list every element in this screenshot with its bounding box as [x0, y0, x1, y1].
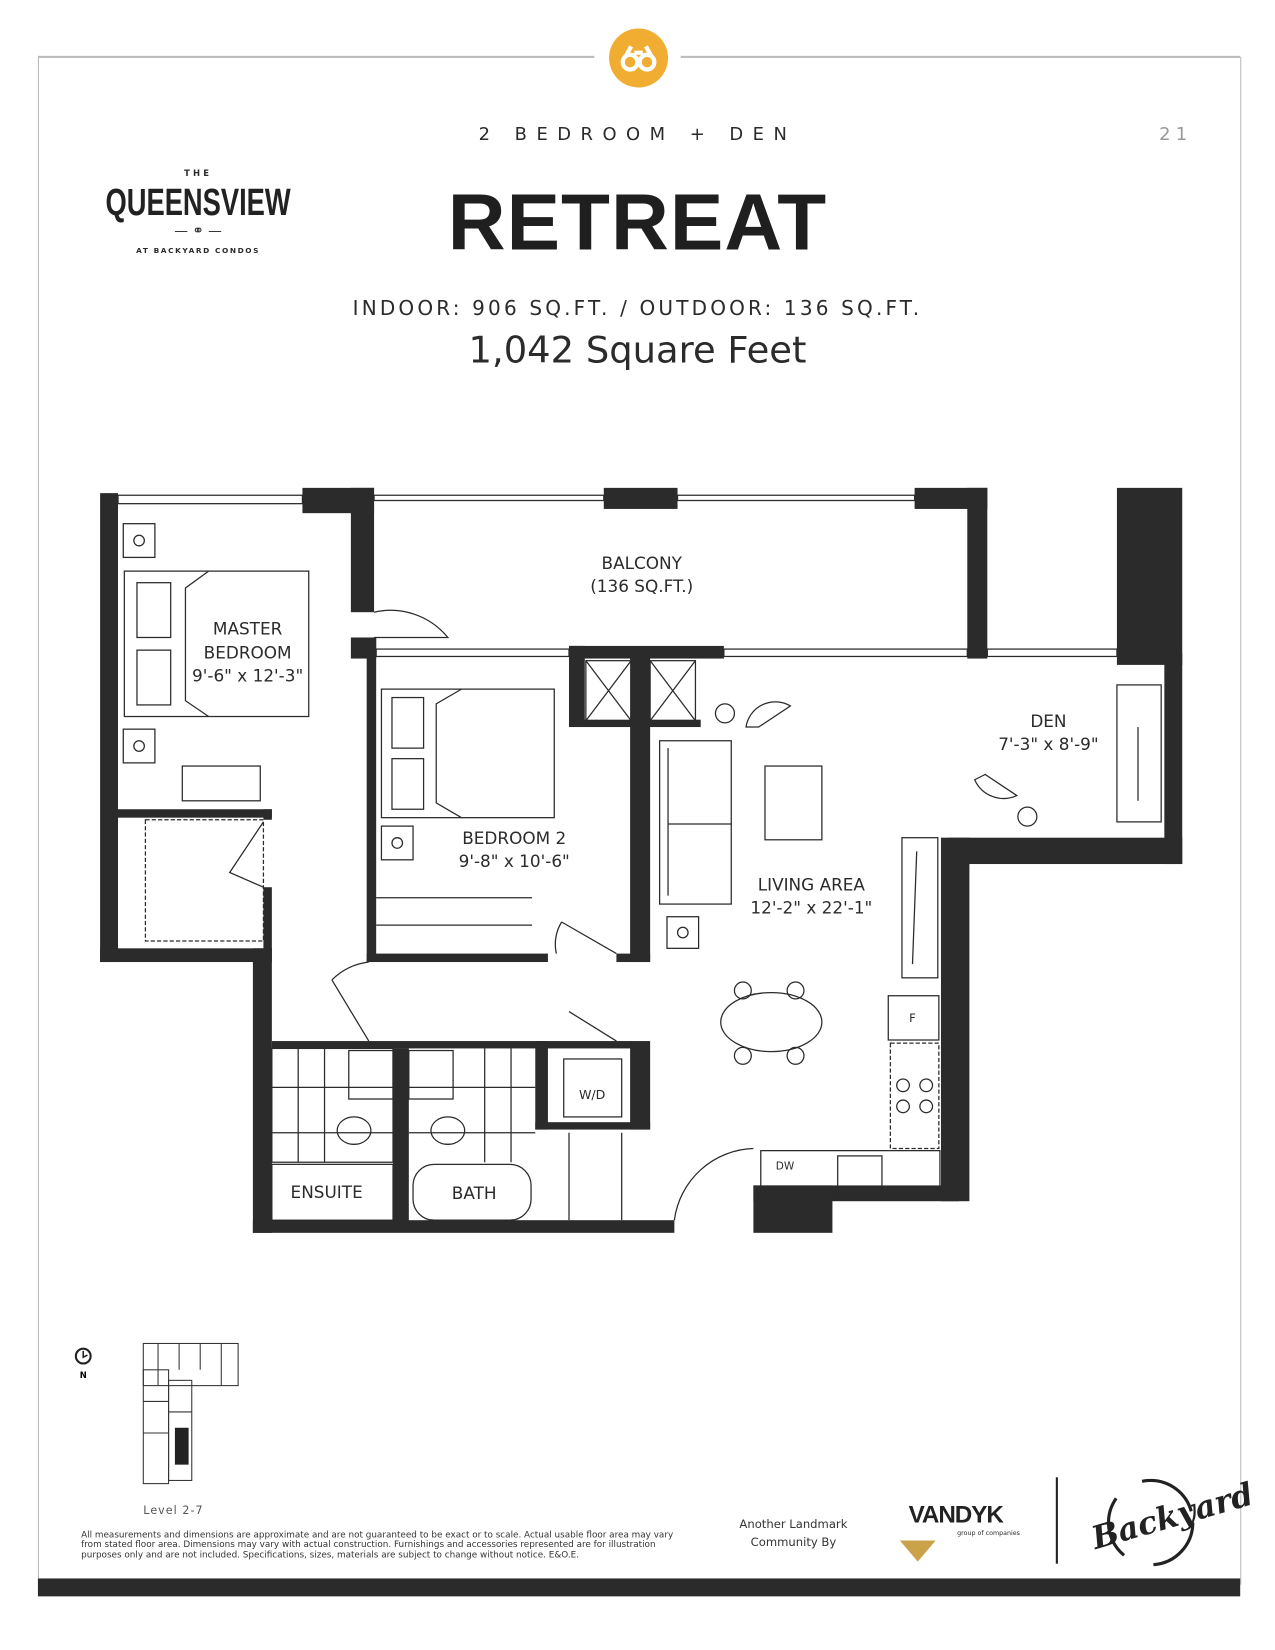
developer-credit: Another Landmark Community By [727, 1515, 860, 1551]
living-area-label: LIVING AREA [758, 874, 866, 894]
binoculars-icon: — ⚭ — [174, 223, 222, 240]
area-breakdown: INDOOR: 906 SQ.FT. / OUTDOOR: 136 SQ.FT. [352, 297, 923, 321]
vandyk-triangle-icon [899, 1540, 936, 1562]
logo-the: THE [184, 168, 213, 179]
binoculars-icon [609, 28, 669, 88]
fixtures [117, 494, 1162, 1221]
divider [37, 55, 595, 58]
dishwasher-label: DW [776, 1161, 795, 1173]
logo-name: QUEENSVIEW [105, 180, 291, 224]
key-plan: N [74, 1342, 239, 1485]
total-area: 1,042 Square Feet [468, 329, 807, 372]
den-label: DEN [1030, 711, 1066, 731]
north-label: N [80, 1370, 87, 1380]
developer-sub: group of companies [957, 1529, 1020, 1538]
footer-bar [37, 1578, 1241, 1597]
queensview-logo: THE QUEENSVIEW — ⚭ — AT BACKYARD CONDOS [100, 169, 296, 256]
backyard-logo: Backyard [1085, 1475, 1257, 1570]
bedroom2-label: BEDROOM 2 [462, 828, 566, 848]
credit-line1: Another Landmark [739, 1517, 848, 1532]
page-number: 21 [1159, 124, 1193, 146]
unit-type: 2 BEDROOM + DEN [478, 124, 797, 146]
divider [680, 55, 1241, 58]
fridge-label: F [909, 1011, 916, 1025]
level-label: Level 2-7 [143, 1504, 204, 1518]
living-area-size: 12'-2" x 22'-1" [750, 898, 872, 918]
credit-line2: Community By [750, 1535, 837, 1549]
master-bedroom-size: 9'-6" x 12'-3" [192, 666, 303, 686]
bedroom2-size: 9'-8" x 10'-6" [459, 851, 570, 871]
page-frame [37, 56, 1242, 1585]
den-size: 7'-3" x 8'-9" [998, 734, 1098, 754]
compass-icon [74, 1347, 92, 1365]
disclaimer: All measurements and dimensions are appr… [81, 1528, 674, 1560]
vandyk-logo: VANDYK group of companies [891, 1500, 1020, 1563]
suite-name: RETREAT [447, 178, 828, 268]
laundry-label: W/D [579, 1087, 605, 1102]
balcony-label: BALCONY [602, 553, 683, 573]
master-bedroom-label: BEDROOM [204, 643, 292, 663]
bath-label: BATH [452, 1183, 497, 1203]
balcony-size: (136 SQ.FT.) [590, 576, 693, 596]
master-bedroom-label: MASTER [213, 618, 283, 638]
walls [100, 487, 1183, 1233]
ensuite-label: ENSUITE [291, 1182, 363, 1202]
divider [1055, 1477, 1058, 1564]
logo-tagline: AT BACKYARD CONDOS [136, 246, 261, 255]
developer-name: VANDYK [908, 1500, 1004, 1528]
